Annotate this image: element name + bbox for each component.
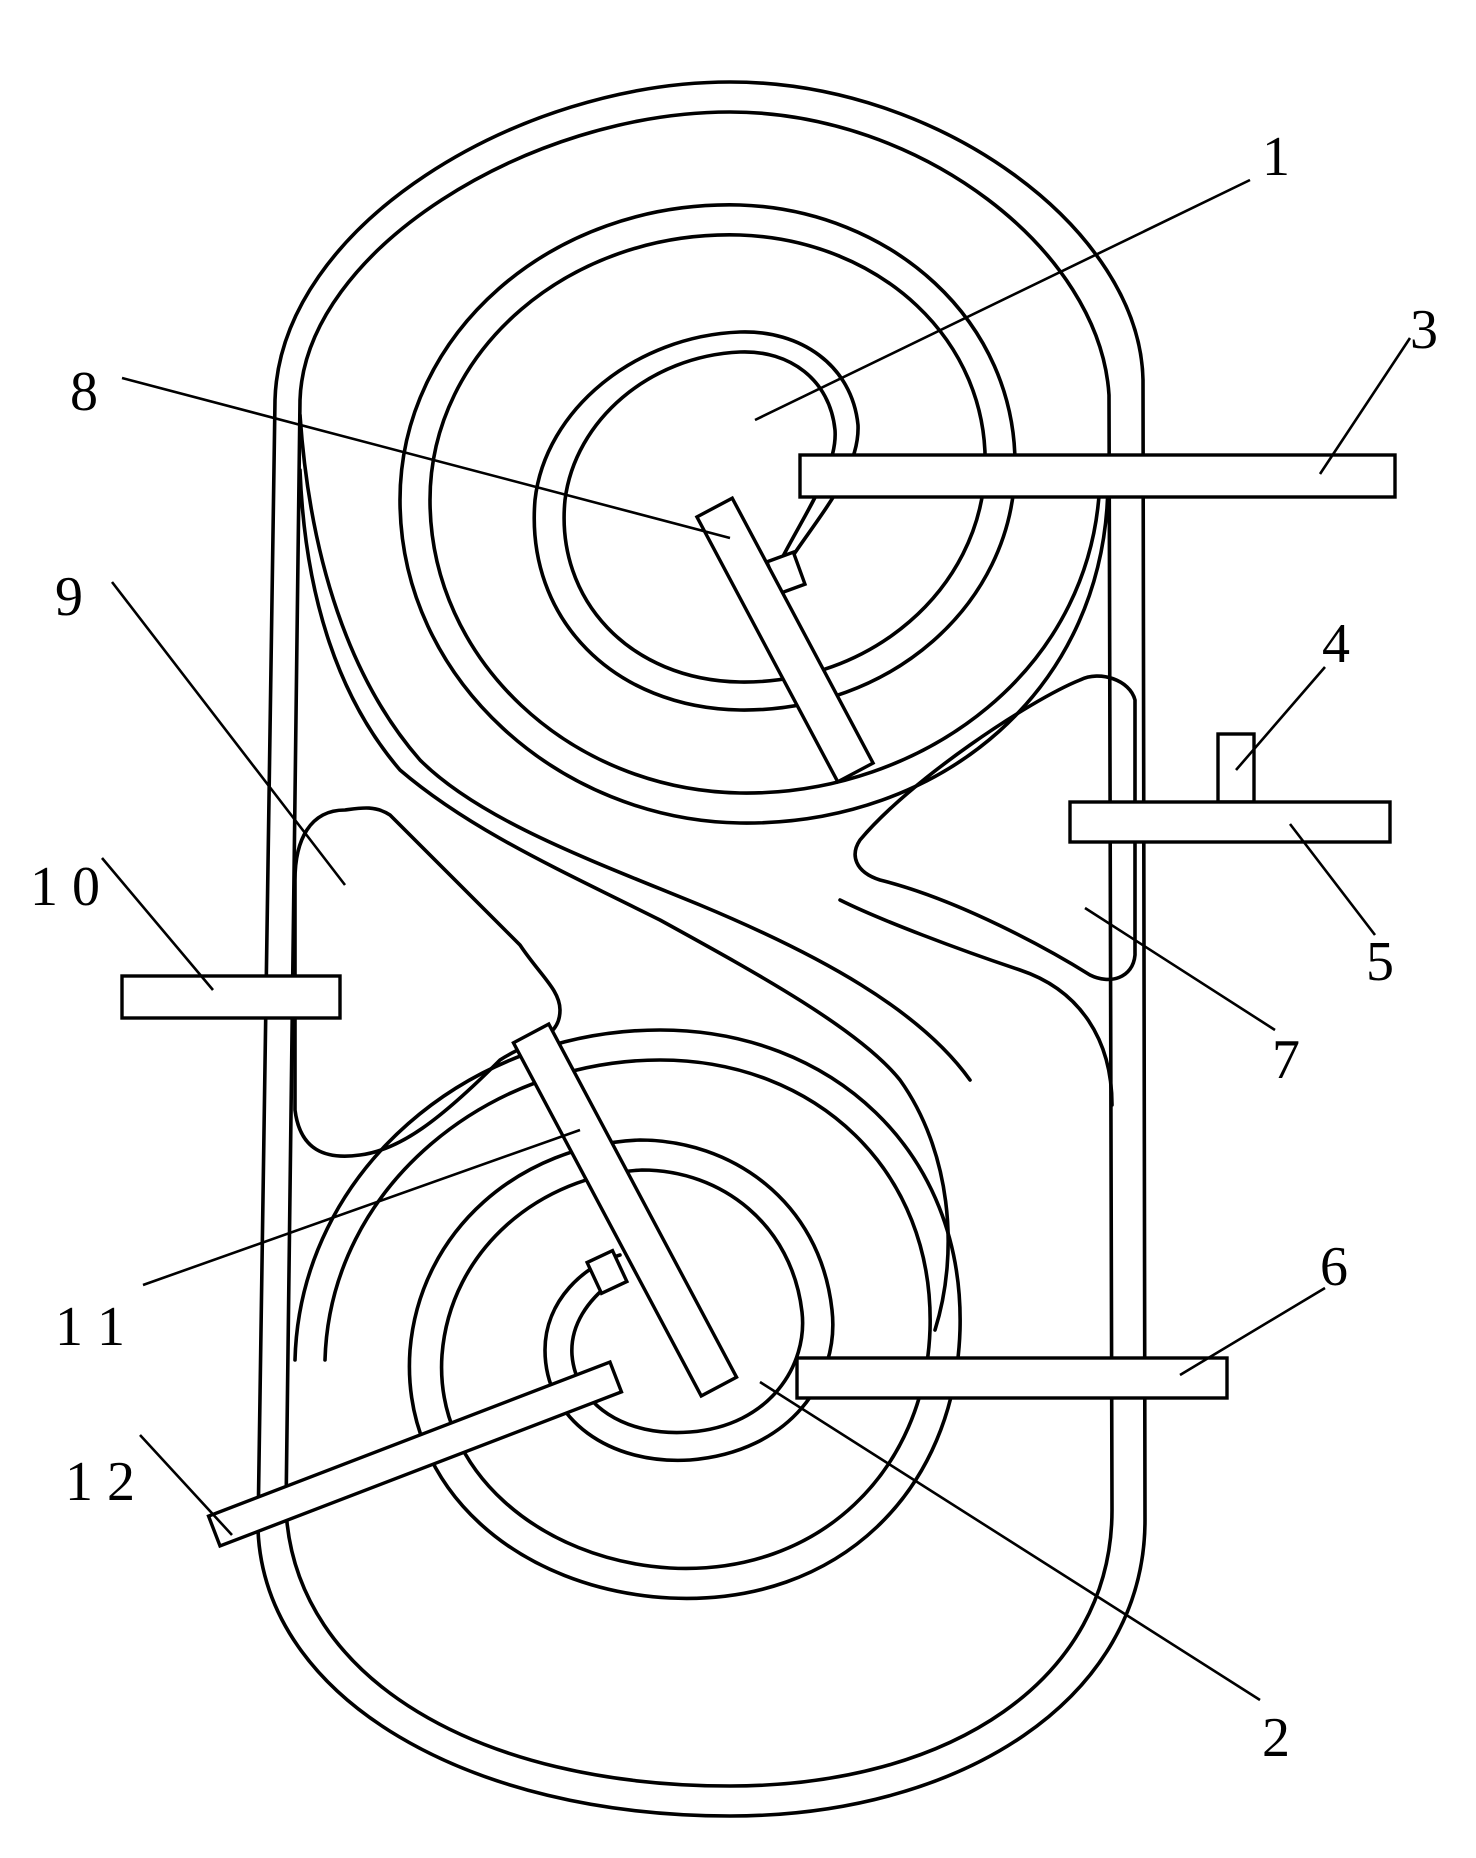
pipe-5 bbox=[1068, 800, 1392, 844]
label-2: 2 bbox=[1262, 1707, 1290, 1769]
pipe-3 bbox=[798, 453, 1397, 499]
s-partition-wall bbox=[298, 413, 1114, 1332]
label-5: 5 bbox=[1366, 931, 1394, 993]
label-9: 9 bbox=[55, 566, 83, 628]
label-4: 4 bbox=[1322, 613, 1350, 675]
reference-numerals: 1 2 3 4 5 6 7 8 9 1 0 1 1 1 2 bbox=[30, 126, 1438, 1769]
chamber-7 bbox=[853, 674, 1137, 982]
baffle-11 bbox=[511, 1021, 739, 1399]
pipe-10 bbox=[120, 974, 342, 1020]
outer-casing bbox=[256, 80, 1147, 1818]
pipe-4 bbox=[1216, 732, 1256, 804]
baffle-8 bbox=[694, 495, 876, 785]
label-6: 6 bbox=[1320, 1236, 1348, 1298]
leader-lines bbox=[101, 178, 1412, 1702]
pipe-6 bbox=[795, 1356, 1229, 1400]
label-7: 7 bbox=[1272, 1029, 1300, 1091]
label-10: 1 0 bbox=[30, 856, 100, 918]
label-12: 1 2 bbox=[65, 1451, 135, 1513]
label-1: 1 bbox=[1262, 126, 1290, 188]
lower-spiral-coil bbox=[293, 1028, 962, 1601]
label-11: 1 1 bbox=[55, 1296, 125, 1358]
label-3: 3 bbox=[1410, 299, 1438, 361]
label-8: 8 bbox=[70, 361, 98, 423]
chamber-9 bbox=[293, 806, 562, 1158]
pipe-12 bbox=[206, 1359, 624, 1549]
upper-spiral-coil bbox=[398, 203, 1110, 825]
